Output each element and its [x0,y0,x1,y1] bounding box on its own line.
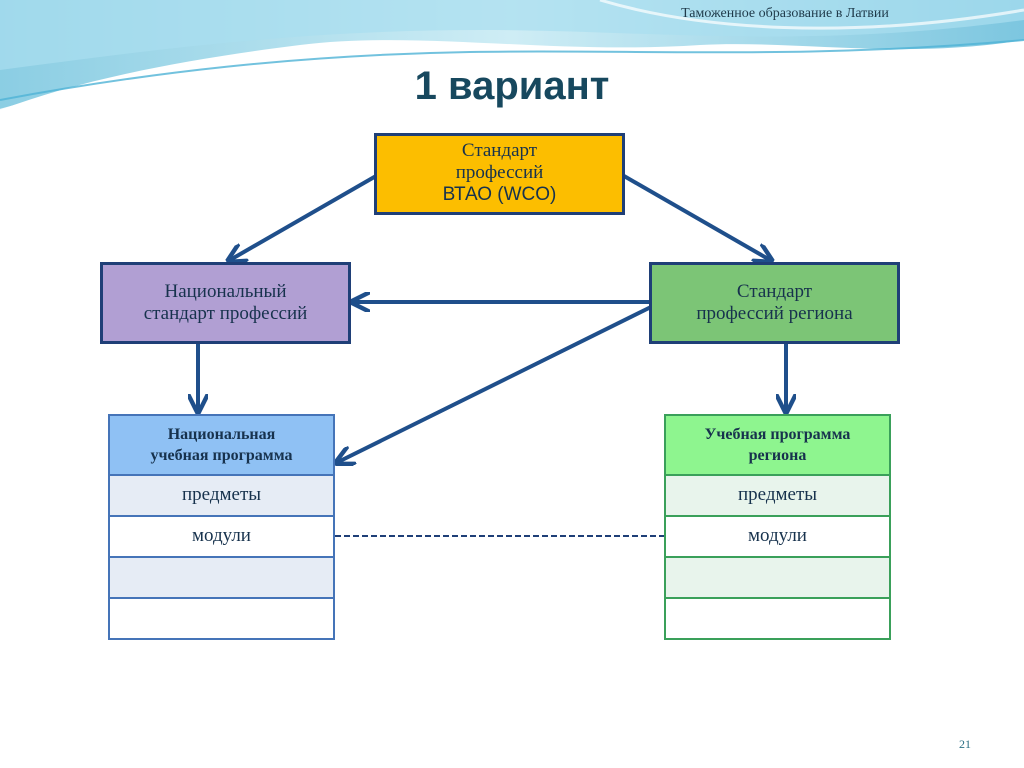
arrow-regional-to-national-program [338,303,656,462]
regional-program-row-modules: модули [666,517,889,558]
national-program-row-modules: модули [110,517,333,558]
box-national-line2: стандарт профессий [143,303,308,324]
national-program-table: Национальная учебная программа предметы … [108,414,335,640]
box-national-line1: Национальный [164,281,287,302]
box-wco-line2: профессий [455,162,544,183]
national-program-row-empty-2 [110,599,333,638]
regional-program-table: Учебная программа региона предметы модул… [664,414,891,640]
national-program-row-subjects: предметы [110,476,333,517]
header-subtitle: Таможенное образование в Латвии [681,6,889,21]
arrow-wco-to-regional [623,174,770,260]
regional-program-row-subjects: предметы [666,476,889,517]
slide-title: 1 вариант [414,64,610,108]
arrow-wco-to-national [230,174,377,260]
regional-program-row-empty-2 [666,599,889,638]
box-regional-standard: Стандарт профессий региона [649,262,900,344]
box-wco-line1: Стандарт [461,140,538,161]
box-regional-line2: профессий региона [696,303,853,324]
page-number: 21 [959,737,971,751]
regional-program-header-line2: региона [748,447,807,464]
regional-program-row-empty-1 [666,558,889,599]
national-program-header-line1: Национальная [167,426,276,443]
regional-program-header-line1: Учебная программа [704,426,851,443]
box-regional-line1: Стандарт [736,281,813,302]
national-program-header-line2: учебная программа [150,447,293,464]
regional-program-header: Учебная программа региона [666,416,889,476]
box-national-standard: Национальный стандарт профессий [100,262,351,344]
box-wco-line3: ВТАО (WCO) [442,184,557,205]
national-program-row-empty-1 [110,558,333,599]
box-wco-standard: Стандарт профессий ВТАО (WCO) [374,133,625,215]
national-program-header: Национальная учебная программа [110,416,333,476]
